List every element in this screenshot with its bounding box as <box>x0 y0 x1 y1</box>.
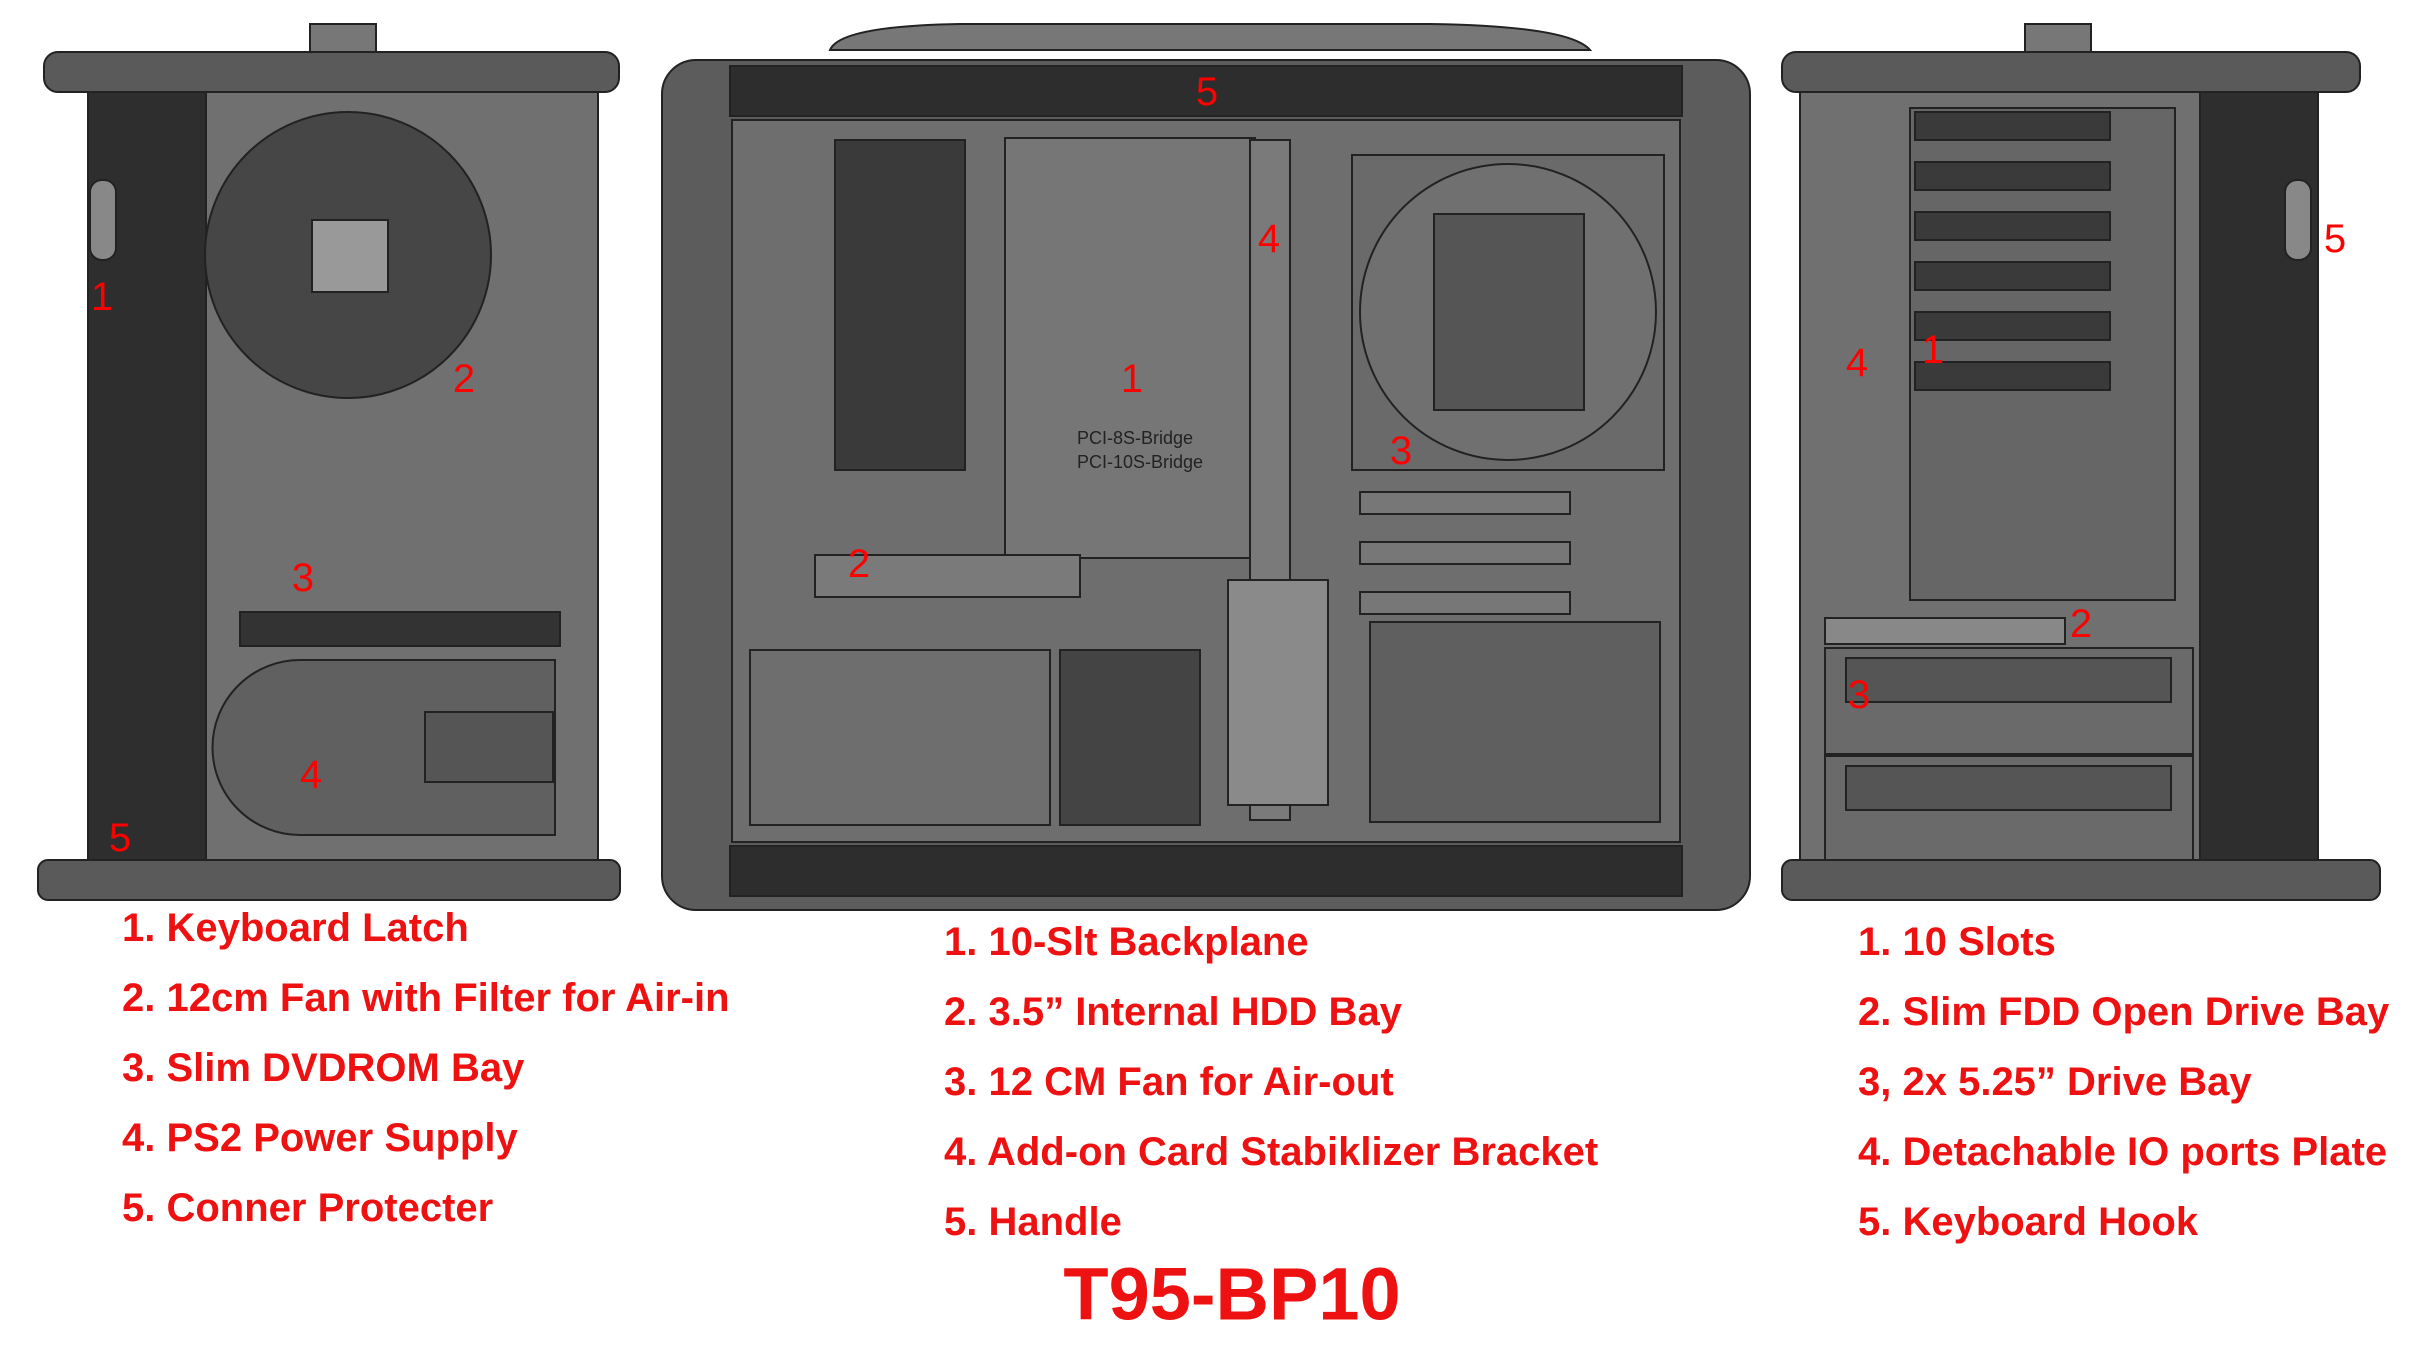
legend-item: 2. 3.5” Internal HDD Bay <box>944 990 1402 1034</box>
right-side-view <box>1781 23 2381 901</box>
legend-item: 3, 2x 5.25” Drive Bay <box>1858 1060 2252 1104</box>
callout-right-5: 5 <box>2323 217 2347 261</box>
callout-left-1: 1 <box>90 275 114 319</box>
legend-item: 5. Handle <box>944 1200 1122 1244</box>
legend-item: 2. Slim FDD Open Drive Bay <box>1858 990 2390 1034</box>
legend-item: 4. PS2 Power Supply <box>122 1116 518 1160</box>
callout-center-2: 2 <box>847 542 871 586</box>
legend-item: 4. Add-on Card Stabiklizer Bracket <box>944 1130 1599 1174</box>
board-label: PCI-10S-Bridge <box>1077 452 1204 472</box>
callout-left-4: 4 <box>299 753 323 797</box>
legend-item: 4. Detachable IO ports Plate <box>1858 1130 2388 1174</box>
legend-item: 1. 10 Slots <box>1858 920 2056 964</box>
legend-item: 2. 12cm Fan with Filter for Air-in <box>122 976 730 1020</box>
legend-item: 5. Conner Protecter <box>122 1186 494 1230</box>
callout-left-5: 5 <box>108 816 132 860</box>
callout-center-5: 5 <box>1195 70 1219 114</box>
board-label: PCI-8S-Bridge <box>1077 428 1194 448</box>
callout-right-1: 1 <box>1921 328 1945 372</box>
callout-center-3: 3 <box>1389 429 1413 473</box>
callout-left-2: 2 <box>452 357 476 401</box>
callout-center-1: 1 <box>1120 357 1144 401</box>
legend-item: 3. 12 CM Fan for Air-out <box>944 1060 1394 1104</box>
center-top-view <box>661 23 1751 911</box>
callout-right-4: 4 <box>1845 341 1869 385</box>
legend-item: 1. 10-Slt Backplane <box>944 920 1309 964</box>
left-side-view <box>37 23 621 901</box>
model-title: T95-BP10 <box>1063 1252 1401 1336</box>
backplane-board-labels: PCI-8S-Bridge PCI-10S-Bridge <box>1077 426 1203 474</box>
callout-right-3: 3 <box>1847 673 1871 717</box>
legend-item: 1. Keyboard Latch <box>122 906 469 950</box>
legend-item: 5. Keyboard Hook <box>1858 1200 2199 1244</box>
legend-item: 3. Slim DVDROM Bay <box>122 1046 525 1090</box>
callout-center-4: 4 <box>1257 217 1281 261</box>
callout-left-3: 3 <box>291 556 315 600</box>
callout-right-2: 2 <box>2069 602 2093 646</box>
